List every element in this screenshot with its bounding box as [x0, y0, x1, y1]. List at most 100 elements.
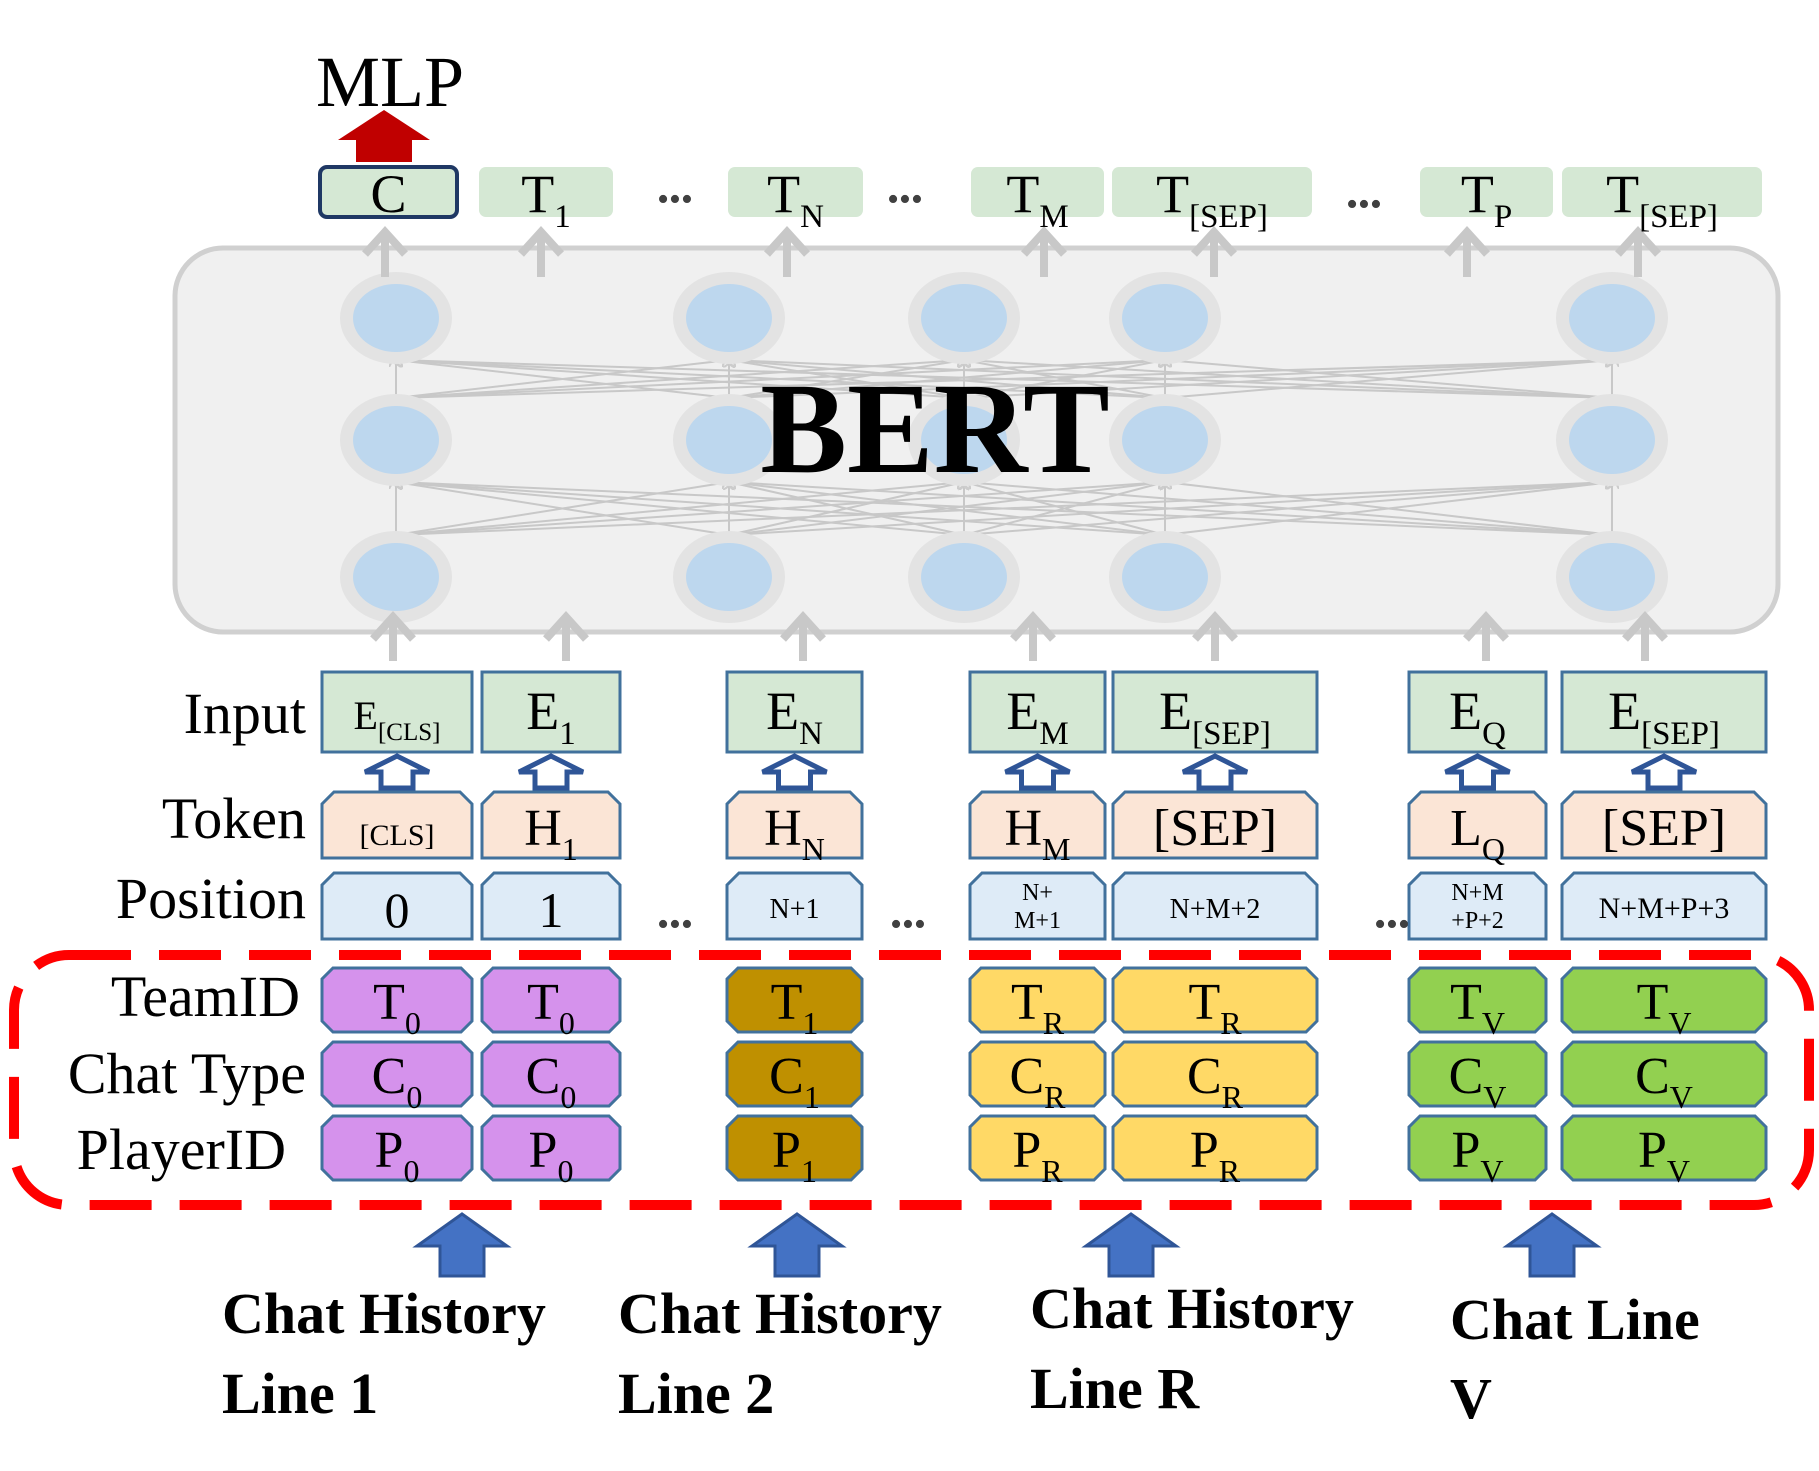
- hidden-node: [921, 284, 1007, 352]
- hidden-node: [353, 406, 439, 474]
- player-id-box: [725, 1114, 864, 1182]
- up-arrow-head: [1444, 226, 1490, 257]
- player-id-box: [1111, 1114, 1319, 1182]
- team-id-box: [968, 966, 1107, 1034]
- hidden-node: [686, 543, 772, 611]
- ellipsis: •••: [887, 181, 923, 218]
- attention-edge: [396, 482, 965, 536]
- output-token-label: T[SEP]: [1156, 164, 1268, 235]
- sum-arrow-icon: [1004, 753, 1071, 791]
- position-label: N+M+2: [1170, 894, 1261, 925]
- chat-type-box: [1111, 1040, 1319, 1108]
- chat-type-box: [320, 1040, 474, 1108]
- attention-edge: [1165, 360, 1613, 399]
- chat-line-label: Line 2: [618, 1361, 774, 1426]
- chat-line-label: Chat History: [222, 1281, 546, 1346]
- hidden-node: [1122, 284, 1208, 352]
- attention-edge: [396, 360, 730, 399]
- hidden-node: [686, 284, 772, 352]
- player-id-box: [1560, 1114, 1768, 1182]
- position-label: N+M: [1451, 880, 1503, 906]
- sum-arrow-icon: [1630, 753, 1698, 791]
- blue-arrows: [412, 1212, 1602, 1278]
- position-box: [480, 871, 622, 941]
- blue-up-arrow-icon: [747, 1212, 847, 1278]
- hidden-node: [1569, 284, 1655, 352]
- input-embedding-box: [725, 670, 864, 754]
- hidden-node: [921, 543, 1007, 611]
- ellipsis: •••: [890, 906, 926, 943]
- chat-type-label: CR: [1009, 1048, 1066, 1115]
- player-id-label: P0: [529, 1122, 574, 1189]
- blue-up-arrow-icon: [1081, 1212, 1181, 1278]
- hidden-node: [353, 284, 439, 352]
- attention-edge: [396, 360, 1166, 399]
- chat-type-label: CR: [1187, 1048, 1244, 1115]
- up-arrow-head: [1463, 611, 1509, 642]
- row-label-token: Token: [162, 786, 306, 851]
- up-arrow-head: [362, 226, 408, 257]
- attention-edge: [1165, 482, 1613, 536]
- bert-nodes: [340, 272, 1668, 623]
- hidden-node: [686, 406, 772, 474]
- token-box: [320, 790, 474, 860]
- player-id-box: [480, 1114, 622, 1182]
- embedding-rows: E[CLS][CLS]0T0C0P0E1H11T0C0P0ENHNN+1T1C1…: [320, 670, 1768, 1189]
- output-token-box: [971, 167, 1104, 217]
- input-embedding-label: E[SEP]: [1159, 681, 1271, 752]
- hidden-node: [1122, 543, 1208, 611]
- chat-type-label: C0: [526, 1048, 577, 1115]
- position-label: 0: [385, 882, 410, 938]
- attention-edge: [729, 482, 1613, 536]
- up-arrow-head: [370, 611, 416, 642]
- player-id-box: [968, 1114, 1107, 1182]
- hidden-node: [1569, 543, 1655, 611]
- attention-edge: [729, 482, 965, 536]
- input-embedding-box: [968, 670, 1107, 754]
- chat-line-label: Chat Line: [1450, 1287, 1700, 1352]
- player-id-label: PR: [1012, 1122, 1063, 1189]
- attention-edge: [964, 360, 1166, 399]
- token-box: [1111, 790, 1319, 860]
- ellipsis: •••: [657, 906, 693, 943]
- token-label: [CLS]: [360, 819, 435, 852]
- input-embedding-label: E1: [526, 681, 576, 752]
- hidden-node: [921, 406, 1007, 474]
- chat-line-label: Chat History: [618, 1281, 942, 1346]
- position-label: +P+2: [1451, 908, 1503, 934]
- sum-arrow-icon: [1444, 753, 1511, 791]
- chat-line-label: V: [1450, 1366, 1492, 1431]
- up-arrow-head: [543, 611, 589, 642]
- blue-up-arrow-icon: [412, 1212, 512, 1278]
- metadata-dashed-box: [9, 950, 1814, 1210]
- sum-arrow-icon: [1181, 753, 1249, 791]
- attention-edge: [729, 482, 1166, 536]
- attention-edge: [729, 360, 1166, 399]
- token-label: [SEP]: [1602, 800, 1726, 857]
- output-token-label: TM: [1006, 164, 1068, 235]
- token-box: [1407, 790, 1548, 860]
- hidden-node: [353, 543, 439, 611]
- player-id-label: PR: [1190, 1122, 1241, 1189]
- input-embedding-label: EN: [766, 681, 823, 752]
- up-arrow-head: [1021, 226, 1067, 257]
- team-id-label: TR: [1011, 974, 1065, 1041]
- team-id-box: [1111, 966, 1319, 1034]
- position-label: 1: [539, 882, 564, 938]
- position-box: [1111, 871, 1319, 941]
- output-token-box: [1112, 167, 1312, 217]
- up-arrow-head: [1191, 226, 1237, 257]
- position-box: [725, 871, 864, 941]
- token-box: [968, 790, 1107, 860]
- mlp-arrow: [338, 110, 430, 162]
- blue-up-arrow-icon: [1502, 1212, 1602, 1278]
- team-id-label: TR: [1188, 974, 1242, 1041]
- player-id-label: PV: [1638, 1122, 1690, 1189]
- player-id-box: [1407, 1114, 1548, 1182]
- output-token-label: T1: [521, 164, 571, 235]
- attention-edge: [396, 482, 1613, 536]
- team-id-label: TV: [1450, 974, 1505, 1041]
- token-label: LQ: [1450, 800, 1505, 867]
